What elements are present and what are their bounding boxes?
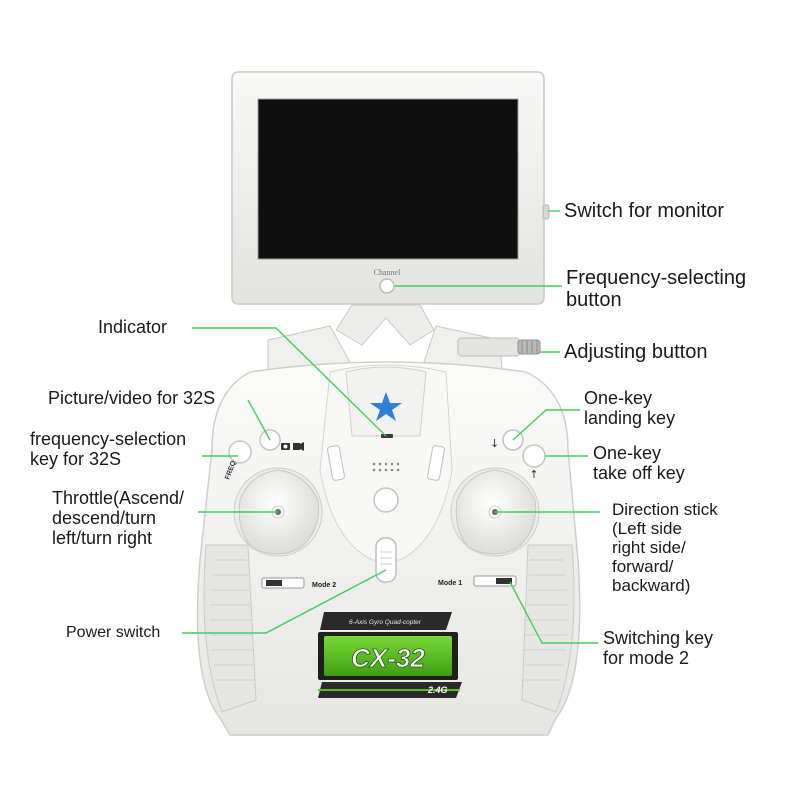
left-trim-button[interactable]	[327, 445, 345, 481]
leader-switching-key	[509, 581, 598, 644]
callout-line: key for 32S	[30, 449, 122, 470]
callout-line: button	[566, 289, 622, 312]
power-switch[interactable]	[375, 537, 397, 583]
brand-panel: 6-Axis Gyro Quad-copter CX-32 2.4G	[318, 612, 462, 698]
star-logo-icon	[370, 392, 402, 421]
leader-picture-video	[247, 399, 271, 441]
leader-indicator	[192, 327, 387, 437]
callout-line: landing key	[584, 408, 676, 429]
monitor-mount	[267, 304, 541, 373]
mode-right-label: Mode 1	[438, 580, 462, 587]
leader-one-key-landing	[512, 409, 580, 441]
callout-line: take off key	[593, 463, 685, 484]
product-name: CX-32	[351, 643, 425, 673]
mode-left-label: Mode 2	[312, 582, 336, 589]
monitor-switch[interactable]	[542, 204, 550, 220]
product-tagline: 6-Axis Gyro Quad-copter	[349, 619, 422, 626]
leader-power-switch	[182, 569, 387, 634]
callout-throttle: Throttle(Ascend/ descend/turn left/turn …	[52, 488, 184, 548]
leader-lines	[182, 210, 600, 644]
callout-line: right side/	[612, 538, 686, 558]
callout-line: One-key	[593, 443, 662, 463]
product-band: 2.4G	[427, 685, 448, 695]
callout-line: Indicator	[98, 317, 168, 337]
freq-selection-button[interactable]	[228, 440, 252, 464]
callout-frequency-button: Frequency-selecting button	[566, 267, 746, 312]
callout-line: One-key	[584, 388, 653, 408]
callout-line: Adjusting button	[564, 341, 708, 363]
frequency-selecting-button[interactable]	[379, 278, 395, 294]
callout-direction-stick: Direction stick (Left side right side/ f…	[612, 500, 718, 595]
callout-line: frequency-selection	[30, 429, 187, 449]
callout-line: Throttle(Ascend/	[52, 488, 185, 508]
screen-caption: Channel	[374, 268, 401, 277]
callout-switch-monitor: Switch for monitor	[564, 200, 724, 222]
callout-line: Switching key	[603, 628, 714, 648]
callout-one-key-takeoff: One-key take off key	[593, 443, 685, 483]
right-trim-button[interactable]	[427, 445, 445, 481]
callout-adjusting-button: Adjusting button	[564, 341, 707, 363]
callout-line: for mode 2	[603, 648, 690, 669]
right-grip	[521, 544, 575, 713]
callout-line: descend/turn	[52, 508, 157, 529]
callout-picture-video: Picture/video for 32S	[48, 388, 215, 408]
callout-line: (Left side	[612, 519, 682, 539]
transmitter-body: FREQ ↓ ↑ Mode 2 Mode 1 6-Axis Gyro Q	[196, 361, 581, 736]
arrow-down-icon: ↓	[490, 437, 499, 450]
callout-freq-selection: frequency-selection key for 32S	[30, 429, 186, 469]
callout-line: forward/	[612, 557, 674, 577]
callout-indicator: Indicator	[98, 317, 167, 337]
callout-one-key-landing: One-key landing key	[584, 388, 675, 428]
left-grip	[203, 544, 257, 713]
speaker-grille	[372, 462, 400, 472]
video-icon	[293, 442, 304, 451]
callout-line: left/turn right	[52, 528, 153, 549]
arrow-up-icon: ↑	[529, 468, 538, 481]
camera-icon	[281, 443, 290, 450]
center-button[interactable]	[373, 487, 399, 513]
monitor-screen	[257, 98, 519, 260]
callout-line: backward)	[612, 576, 691, 596]
callout-line: Picture/video for 32S	[48, 388, 216, 408]
indicator-light	[381, 434, 393, 438]
callout-power-switch: Power switch	[66, 624, 160, 642]
callout-line: Power switch	[66, 624, 161, 641]
callout-line: Frequency-selecting	[566, 267, 747, 289]
monitor: Channel	[231, 71, 550, 305]
callout-switching-key: Switching key for mode 2	[603, 628, 713, 668]
callout-line: Switch for monitor	[564, 200, 725, 222]
adjusting-knob[interactable]	[517, 339, 541, 355]
one-key-takeoff-button[interactable]	[522, 444, 546, 468]
callout-line: Direction stick	[612, 500, 718, 519]
